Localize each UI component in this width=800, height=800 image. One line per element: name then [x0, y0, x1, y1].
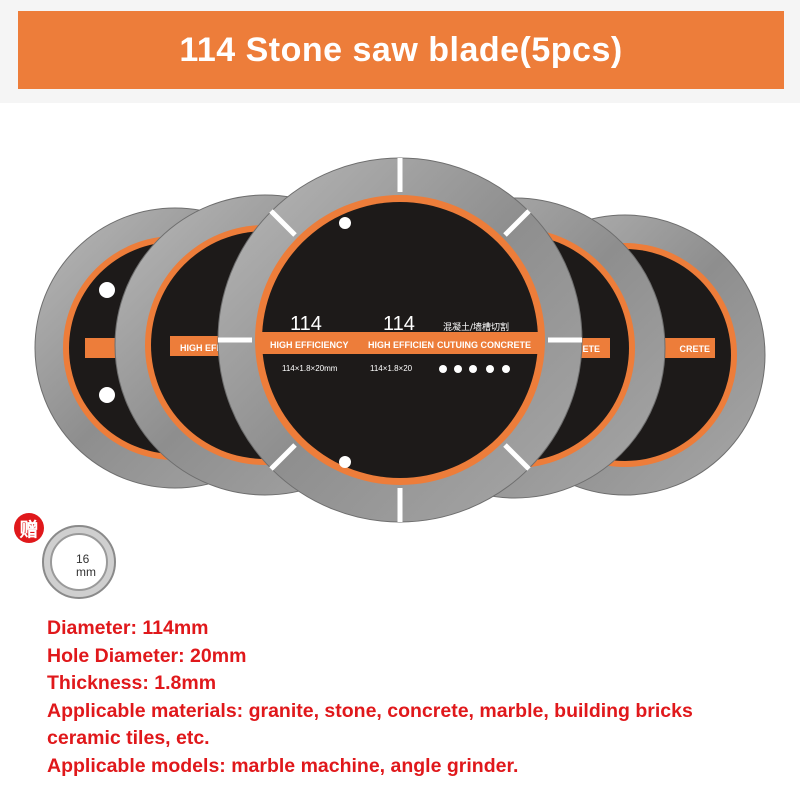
banner: 114 Stone saw blade(5pcs): [0, 0, 800, 103]
blade-spec-text-2: 114×1.8×20: [370, 364, 413, 373]
ring-icon: [42, 525, 116, 599]
saw-blade-3: 114 114 混凝土/墙槽切割 HIGH EFFICIENCY HIGH EF…: [217, 157, 583, 523]
blade-efficiency-text-2: HIGH EFFICIEN: [368, 340, 434, 350]
gift-badge: 赠: [14, 513, 44, 543]
blade-spec-text: 114×1.8×20mm: [282, 364, 338, 373]
blade-cn-text: 混凝土/墙槽切割: [443, 321, 509, 333]
spec-list: Diameter: 114mm Hole Diameter: 20mm Thic…: [47, 615, 797, 780]
blade-efficiency-text: HIGH EFFICIENCY: [270, 340, 349, 350]
safety-icons: [439, 365, 510, 373]
spec-thickness: Thickness: 1.8mm: [47, 672, 217, 694]
saw-blades-image: CRETE CRETE HIGH EFFICIENCY 科: [34, 157, 766, 523]
blade-purpose-text: CUTUING CONCRETE: [437, 340, 531, 350]
spec-hole-diameter: Hole Diameter: 20mm: [47, 644, 247, 667]
spec-materials-continued: ceramic tiles, etc.: [47, 727, 210, 749]
blade-4-label: CRETE: [569, 344, 600, 354]
spec-diameter: Diameter: 114mm: [47, 617, 209, 639]
gift-ring-adapter: 赠 16 mm: [14, 513, 124, 613]
blade-size-label: 114: [290, 313, 322, 335]
spec-models: Applicable models: marble machine, angle…: [47, 754, 519, 777]
page-title: 114 Stone saw blade(5pcs): [179, 30, 623, 69]
ring-size-unit: mm: [76, 565, 96, 579]
title-bar: 114 Stone saw blade(5pcs): [18, 11, 784, 89]
ring-size-label: 16 mm: [76, 553, 96, 579]
ring-size-value: 16: [76, 552, 90, 566]
blade-5-label: CRETE: [679, 344, 710, 354]
spec-materials: Applicable materials: granite, stone, co…: [47, 699, 693, 722]
blade-size-label-2: 114: [383, 313, 415, 335]
